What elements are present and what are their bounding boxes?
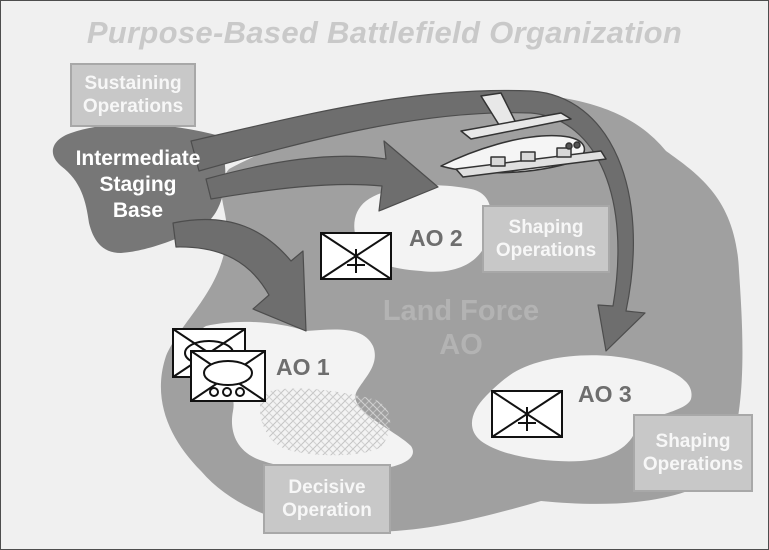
armor-symbol: [190, 350, 266, 402]
ao1-hatched-zone: [259, 388, 391, 456]
shaping-operations-box: Shaping Operations: [633, 414, 753, 492]
shaping-operations-box: Shaping Operations: [482, 205, 610, 273]
sustaining-operations-box: Sustaining Operations: [70, 63, 196, 127]
arrow-to-ao3: [190, 89, 646, 352]
arrow-to-ao2: [205, 140, 439, 212]
ao2-label: AO 2: [409, 225, 463, 251]
land-force-label: Land Force AO: [382, 295, 540, 361]
staging-base-label: Intermediate Staging Base: [75, 147, 201, 222]
ao1-label: AO 1: [276, 354, 330, 380]
decisive-operation-box: Decisive Operation: [263, 464, 391, 534]
shaping-operations-label: Shaping Operations: [642, 431, 744, 475]
sustaining-operations-label: Sustaining Operations: [82, 73, 184, 117]
infantry-symbol: [320, 232, 392, 280]
movement-arrows: [172, 89, 646, 352]
shaping-operations-label: Shaping Operations: [495, 217, 597, 261]
airplane-icon: [440, 92, 607, 178]
diagram-title: Purpose-Based Battlefield Organization: [86, 15, 683, 50]
infantry-symbol: [491, 390, 563, 438]
ao3-label: AO 3: [578, 381, 632, 407]
arrow-to-ao1: [172, 218, 307, 332]
decisive-operation-label: Decisive Operation: [282, 477, 372, 521]
